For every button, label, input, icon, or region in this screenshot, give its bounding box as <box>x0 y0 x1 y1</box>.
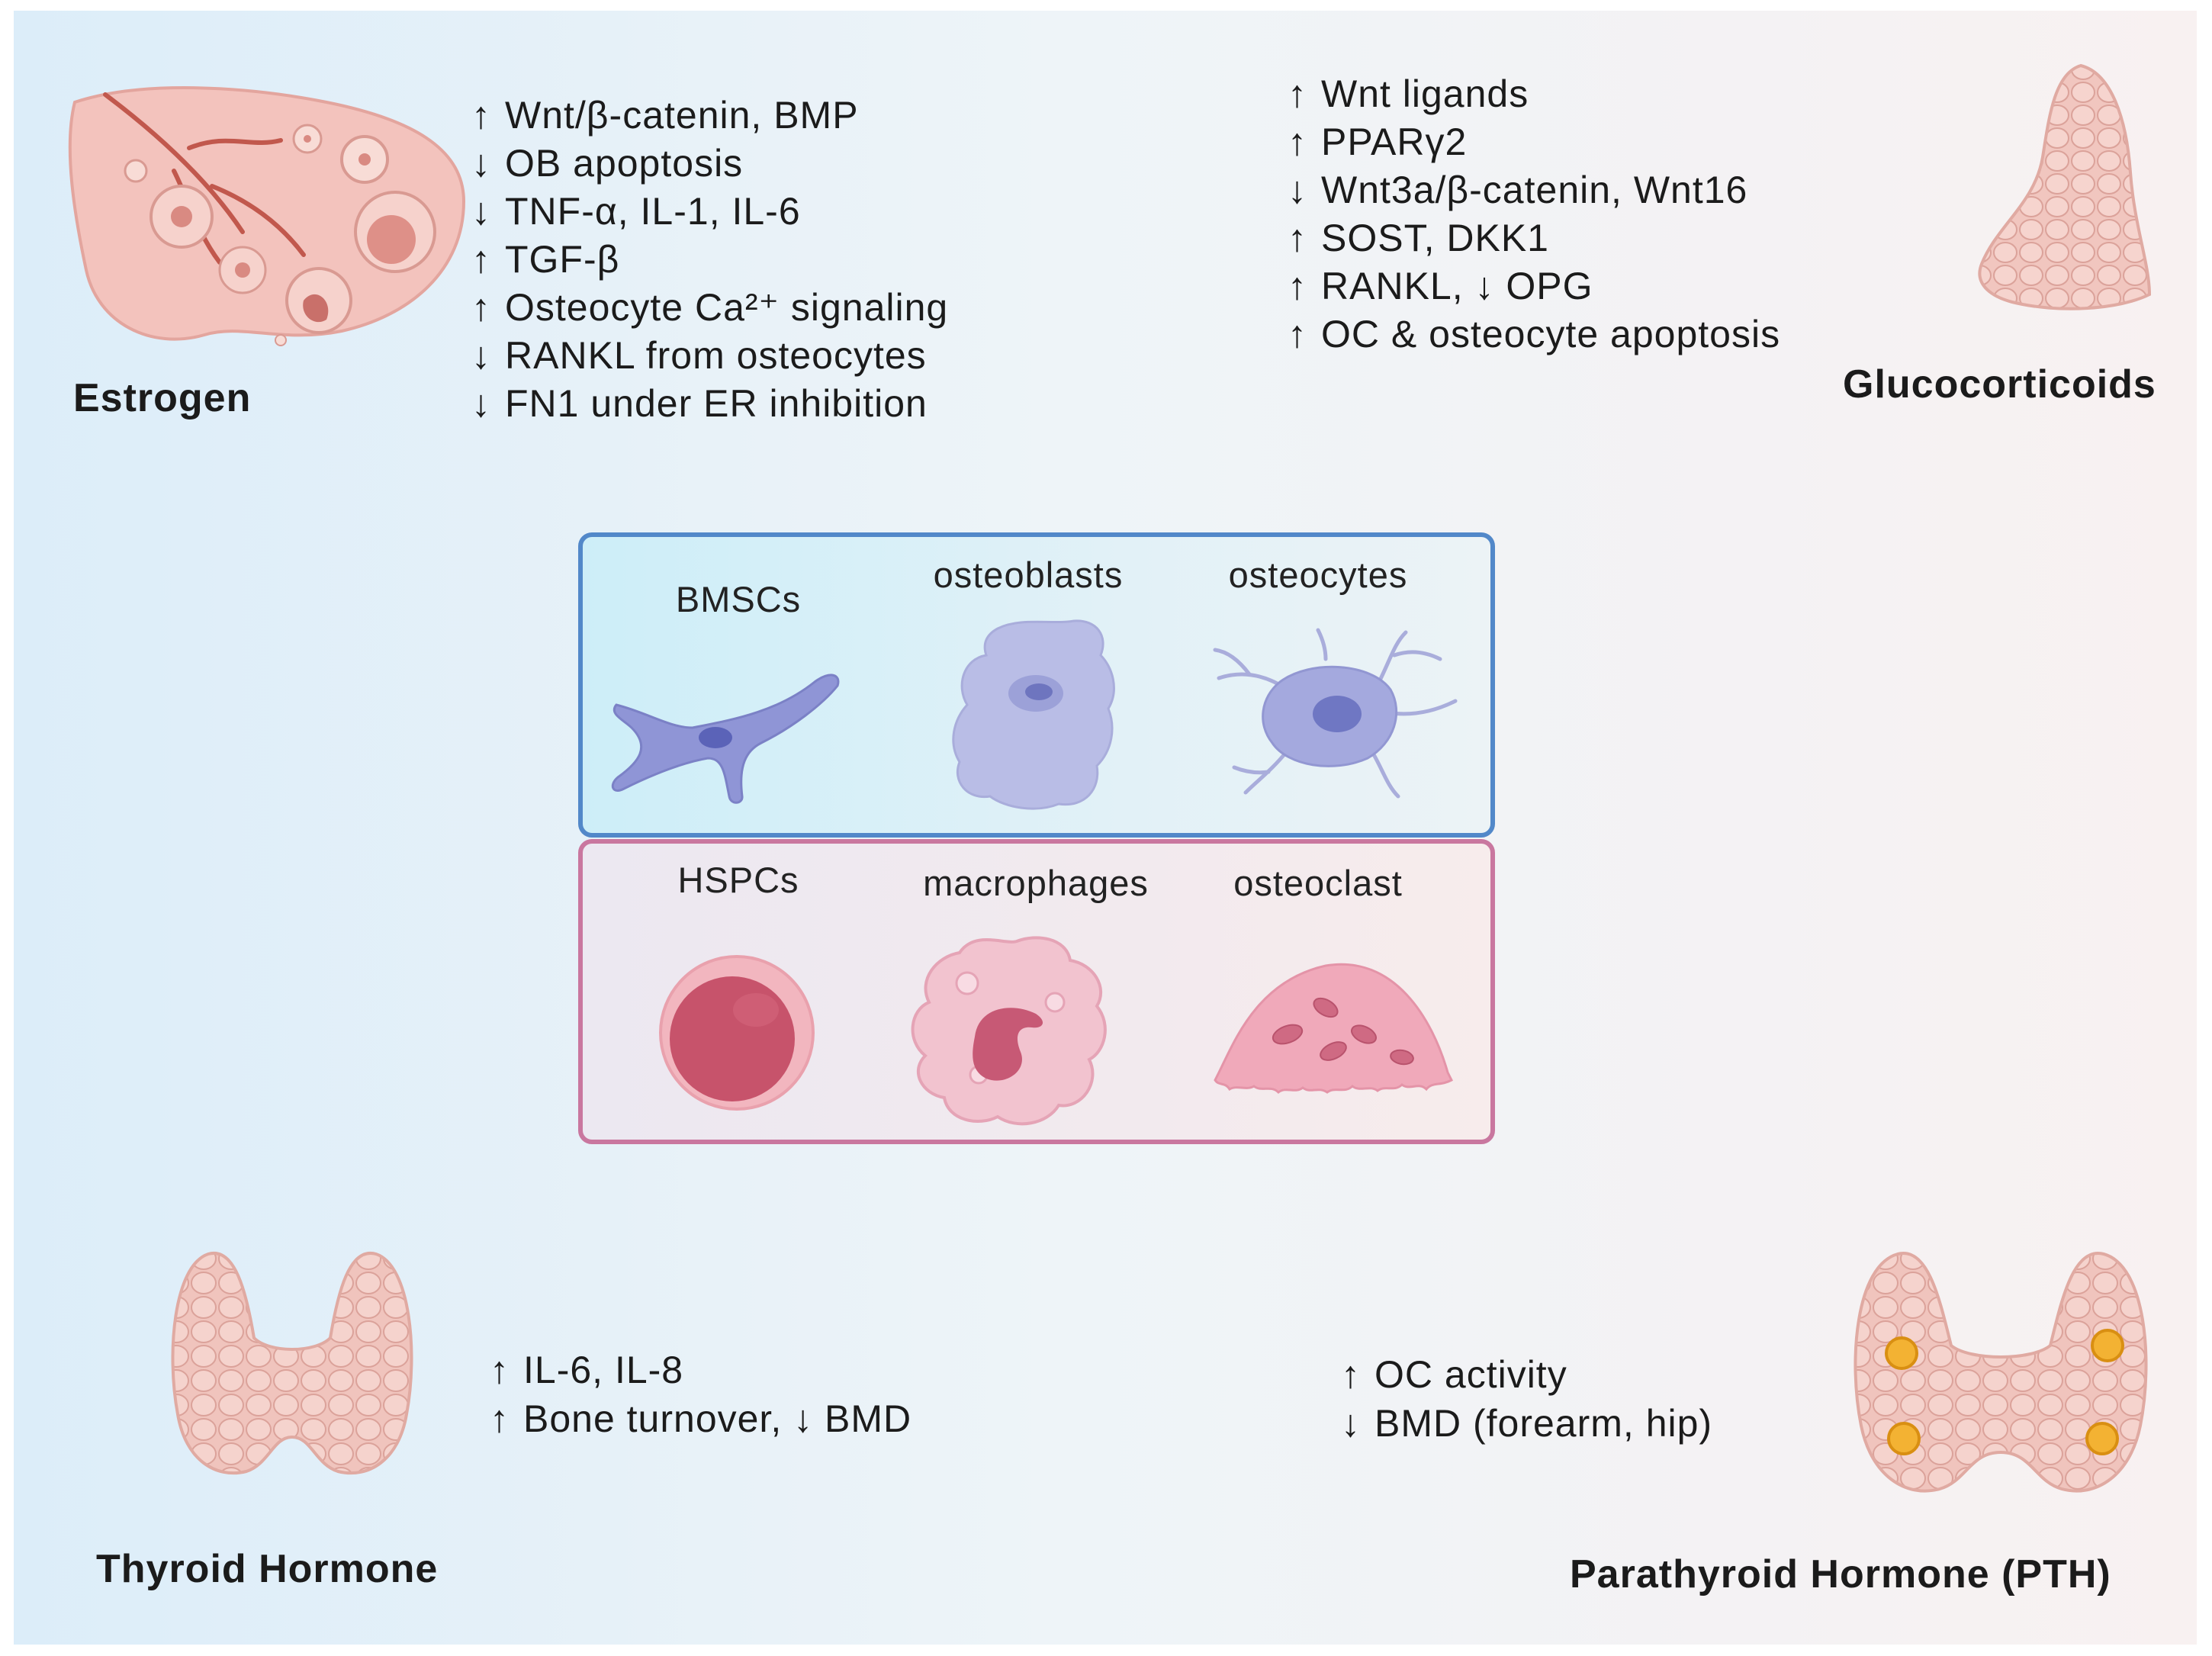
bmsc-label: BMSCs <box>675 579 802 619</box>
pth-effects-list: ↑OC activity ↓BMD (forearm, hip) <box>1341 1350 1712 1448</box>
thyroid-gland-icon <box>171 1251 413 1475</box>
list-item: ↓Wnt3a/β-catenin, Wnt16 <box>1288 169 1748 211</box>
osteocyte-cell-icon <box>1213 628 1458 799</box>
osteocyte-label: osteocytes <box>1228 555 1408 595</box>
thyroid-effects-list: ↑IL-6, IL-8 ↑Bone turnover, ↓ BMD <box>490 1346 911 1443</box>
adrenal-gland-icon <box>1978 63 2152 310</box>
list-item: ↑SOST, DKK1 <box>1288 217 1549 259</box>
list-item: ↓FN1 under ER inhibition <box>471 382 928 425</box>
ovary-icon <box>68 86 466 346</box>
list-item: ↑RANKL, ↓ OPG <box>1288 265 1593 307</box>
list-item: ↑Wnt ligands <box>1288 72 1529 115</box>
osteoblast-label: osteoblasts <box>933 555 1124 595</box>
list-item: ↑IL-6, IL-8 <box>490 1349 684 1391</box>
macrophage-cell-icon <box>911 936 1107 1126</box>
diagram-canvas: Estrogen ↑Wnt/β-catenin, BMP ↓OB apoptos… <box>14 11 2197 1645</box>
list-item: ↓TNF-α, IL-1, IL-6 <box>471 190 801 233</box>
osteoclast-label: osteoclast <box>1233 863 1403 903</box>
hspc-cell-icon <box>659 955 815 1111</box>
list-item: ↑Bone turnover, ↓ BMD <box>490 1397 912 1440</box>
list-item: ↑OC & osteocyte apoptosis <box>1288 313 1781 355</box>
thyroid-hormone-label: Thyroid Hormone <box>96 1547 439 1591</box>
list-item: ↑PPARγ2 <box>1288 121 1468 163</box>
parathyroid-gland-icon <box>1854 1252 2148 1493</box>
list-item: ↑Wnt/β-catenin, BMP <box>471 94 859 137</box>
estrogen-effects-list: ↑Wnt/β-catenin, BMP ↓OB apoptosis ↓TNF-α… <box>471 92 948 428</box>
list-item: ↑OC activity <box>1341 1353 1567 1396</box>
glucocorticoids-label: Glucocorticoids <box>1843 362 2156 407</box>
bmsc-cell-icon <box>611 674 840 804</box>
osteoclast-cell-icon <box>1214 963 1453 1095</box>
list-item: ↓BMD (forearm, hip) <box>1341 1402 1713 1445</box>
hspc-label: HSPCs <box>677 860 799 900</box>
pth-label: Parathyroid Hormone (PTH) <box>1570 1552 2111 1597</box>
list-item: ↑TGF-β <box>471 238 620 281</box>
estrogen-label: Estrogen <box>73 376 252 420</box>
list-item: ↑Osteocyte Ca²⁺ signaling <box>471 286 949 329</box>
list-item: ↓RANKL from osteocytes <box>471 334 927 377</box>
list-item: ↓OB apoptosis <box>471 142 744 185</box>
osteoblast-cell-icon <box>952 619 1115 810</box>
macrophage-label: macrophages <box>923 863 1149 903</box>
glucocorticoids-effects-list: ↑Wnt ligands ↑PPARγ2 ↓Wnt3a/β-catenin, W… <box>1288 70 1780 359</box>
parathyroid-nodules <box>1885 1329 2124 1455</box>
